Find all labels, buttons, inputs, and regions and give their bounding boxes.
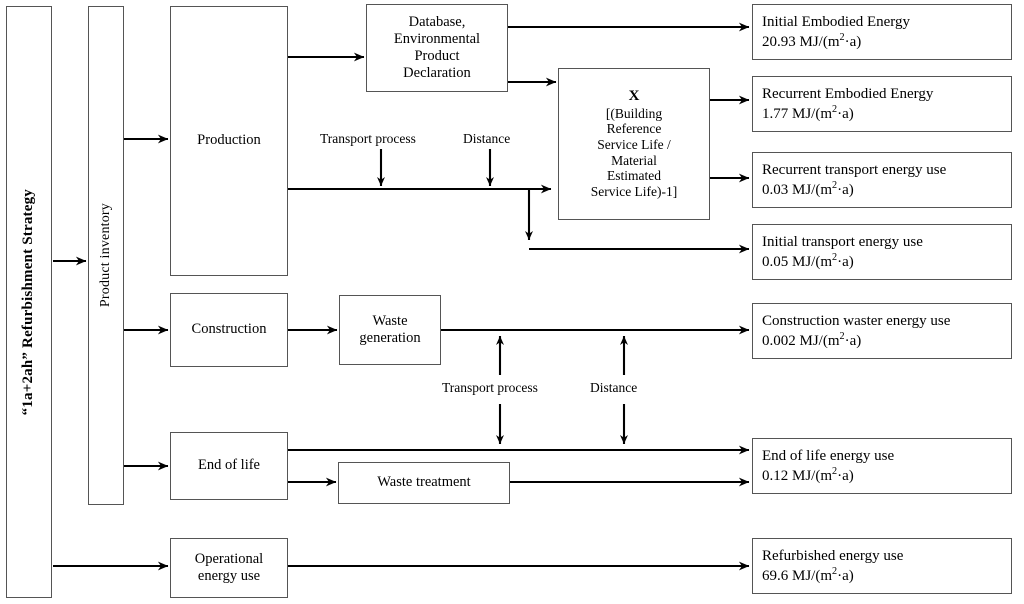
strategy-label: “1a+2ah” Refurbishment Strategy bbox=[20, 188, 37, 416]
edge-label-distance-top: Distance bbox=[463, 131, 511, 146]
multiplier-formula: [(Building Reference Service Life / Mate… bbox=[590, 105, 678, 199]
output-box-initial-embodied-energy[interactable]: Initial Embodied Energy 20.93 MJ/(m2·a) bbox=[752, 4, 1012, 60]
output-box-initial-transport-energy-use[interactable]: Initial transport energy use 0.05 MJ/(m2… bbox=[752, 224, 1012, 280]
output-box-recurrent-transport-energy-use[interactable]: Recurrent transport energy use 0.03 MJ/(… bbox=[752, 152, 1012, 208]
database-epd-box[interactable]: Database, Environmental Product Declarat… bbox=[366, 4, 508, 92]
stage-production-label: Production bbox=[197, 132, 261, 149]
output-name: Construction waster energy use bbox=[762, 312, 951, 329]
waste-generation-box[interactable]: Waste generation bbox=[339, 295, 441, 365]
output-box-refurbished-energy-use[interactable]: Refurbished energy use 69.6 MJ/(m2·a) bbox=[752, 538, 1012, 594]
output-name: End of life energy use bbox=[762, 447, 895, 464]
output-name: Recurrent transport energy use bbox=[762, 161, 947, 178]
strategy-box[interactable]: “1a+2ah” Refurbishment Strategy bbox=[6, 6, 52, 598]
output-box-end-of-life-energy-use[interactable]: End of life energy use 0.12 MJ/(m2·a) bbox=[752, 438, 1012, 494]
multiplier-box[interactable]: X [(Building Reference Service Life / Ma… bbox=[558, 68, 710, 220]
product-inventory-box[interactable]: Product inventory bbox=[88, 6, 124, 505]
stage-operational-label: Operational energy use bbox=[194, 550, 264, 584]
output-box-construction-waste-energy-use[interactable]: Construction waster energy use 0.002 MJ/… bbox=[752, 303, 1012, 359]
stage-end-of-life[interactable]: End of life bbox=[170, 432, 288, 500]
edge-label-transport-process-mid: Transport process bbox=[442, 380, 538, 395]
waste-generation-label: Waste generation bbox=[359, 312, 421, 346]
output-value: 0.002 MJ/(m2·a) bbox=[762, 330, 862, 349]
output-name: Refurbished energy use bbox=[762, 547, 904, 564]
stage-construction-label: Construction bbox=[191, 321, 267, 338]
waste-treatment-box[interactable]: Waste treatment bbox=[338, 462, 510, 504]
stage-production[interactable]: Production bbox=[170, 6, 288, 276]
multiplier-symbol: X bbox=[628, 88, 640, 105]
output-name: Initial Embodied Energy bbox=[762, 13, 911, 30]
output-value: 0.03 MJ/(m2·a) bbox=[762, 179, 854, 198]
product-inventory-label: Product inventory bbox=[97, 203, 113, 308]
output-value: 0.12 MJ/(m2·a) bbox=[762, 465, 854, 484]
stage-operational-energy-use[interactable]: Operational energy use bbox=[170, 538, 288, 598]
edge-label-distance-mid: Distance bbox=[590, 380, 638, 395]
output-value: 1.77 MJ/(m2·a) bbox=[762, 103, 854, 122]
edge-label-transport-process-top: Transport process bbox=[320, 131, 416, 146]
waste-treatment-label: Waste treatment bbox=[377, 474, 471, 491]
output-name: Recurrent Embodied Energy bbox=[762, 85, 934, 102]
database-epd-label: Database, Environmental Product Declarat… bbox=[393, 13, 481, 82]
stage-construction[interactable]: Construction bbox=[170, 293, 288, 367]
output-box-recurrent-embodied-energy[interactable]: Recurrent Embodied Energy 1.77 MJ/(m2·a) bbox=[752, 76, 1012, 132]
stage-end-of-life-label: End of life bbox=[197, 457, 260, 474]
output-value: 69.6 MJ/(m2·a) bbox=[762, 565, 854, 584]
output-value: 0.05 MJ/(m2·a) bbox=[762, 251, 854, 270]
output-name: Initial transport energy use bbox=[762, 233, 923, 250]
output-value: 20.93 MJ/(m2·a) bbox=[762, 31, 862, 50]
